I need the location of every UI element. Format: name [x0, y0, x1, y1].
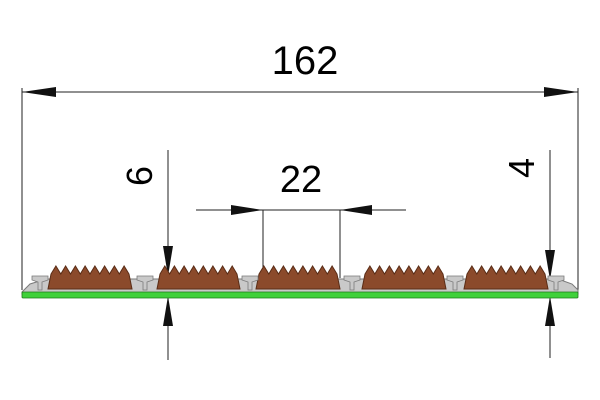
- green-base-strip: [21, 291, 579, 299]
- dimension-label-pitch: 22: [280, 159, 322, 201]
- rubber-insert-5: [463, 265, 549, 290]
- rubber-inserts: [47, 265, 549, 290]
- profile-rib-6: [547, 275, 565, 291]
- profile-rib-4: [343, 275, 361, 291]
- stair-nosing-profile: [21, 265, 579, 299]
- arrowhead-height-right-top: [545, 250, 555, 280]
- arrowhead-pitch-right: [340, 205, 372, 215]
- rubber-insert-3: [255, 265, 341, 290]
- profile-rib-1: [31, 275, 49, 291]
- arrowhead-pitch-left: [231, 205, 263, 215]
- profile-ribs: [31, 275, 565, 291]
- dimension-label-overall-width: 162: [272, 39, 339, 83]
- arrowhead-overall-left: [22, 87, 56, 97]
- arrowhead-height-left-top: [163, 246, 173, 276]
- dimension-label-height-right: 4: [501, 158, 542, 178]
- profile-rib-5: [446, 275, 464, 291]
- profile-rib-3: [241, 275, 259, 291]
- arrowhead-height-left-bottom: [163, 296, 173, 326]
- rubber-insert-2: [156, 265, 241, 290]
- profile-rib-2: [136, 275, 154, 291]
- arrowhead-overall-right: [544, 87, 578, 97]
- arrowhead-height-right-bottom: [545, 296, 555, 326]
- dimension-label-height-left: 6: [119, 166, 160, 186]
- rubber-insert-4: [361, 265, 447, 290]
- rubber-insert-1: [47, 265, 133, 290]
